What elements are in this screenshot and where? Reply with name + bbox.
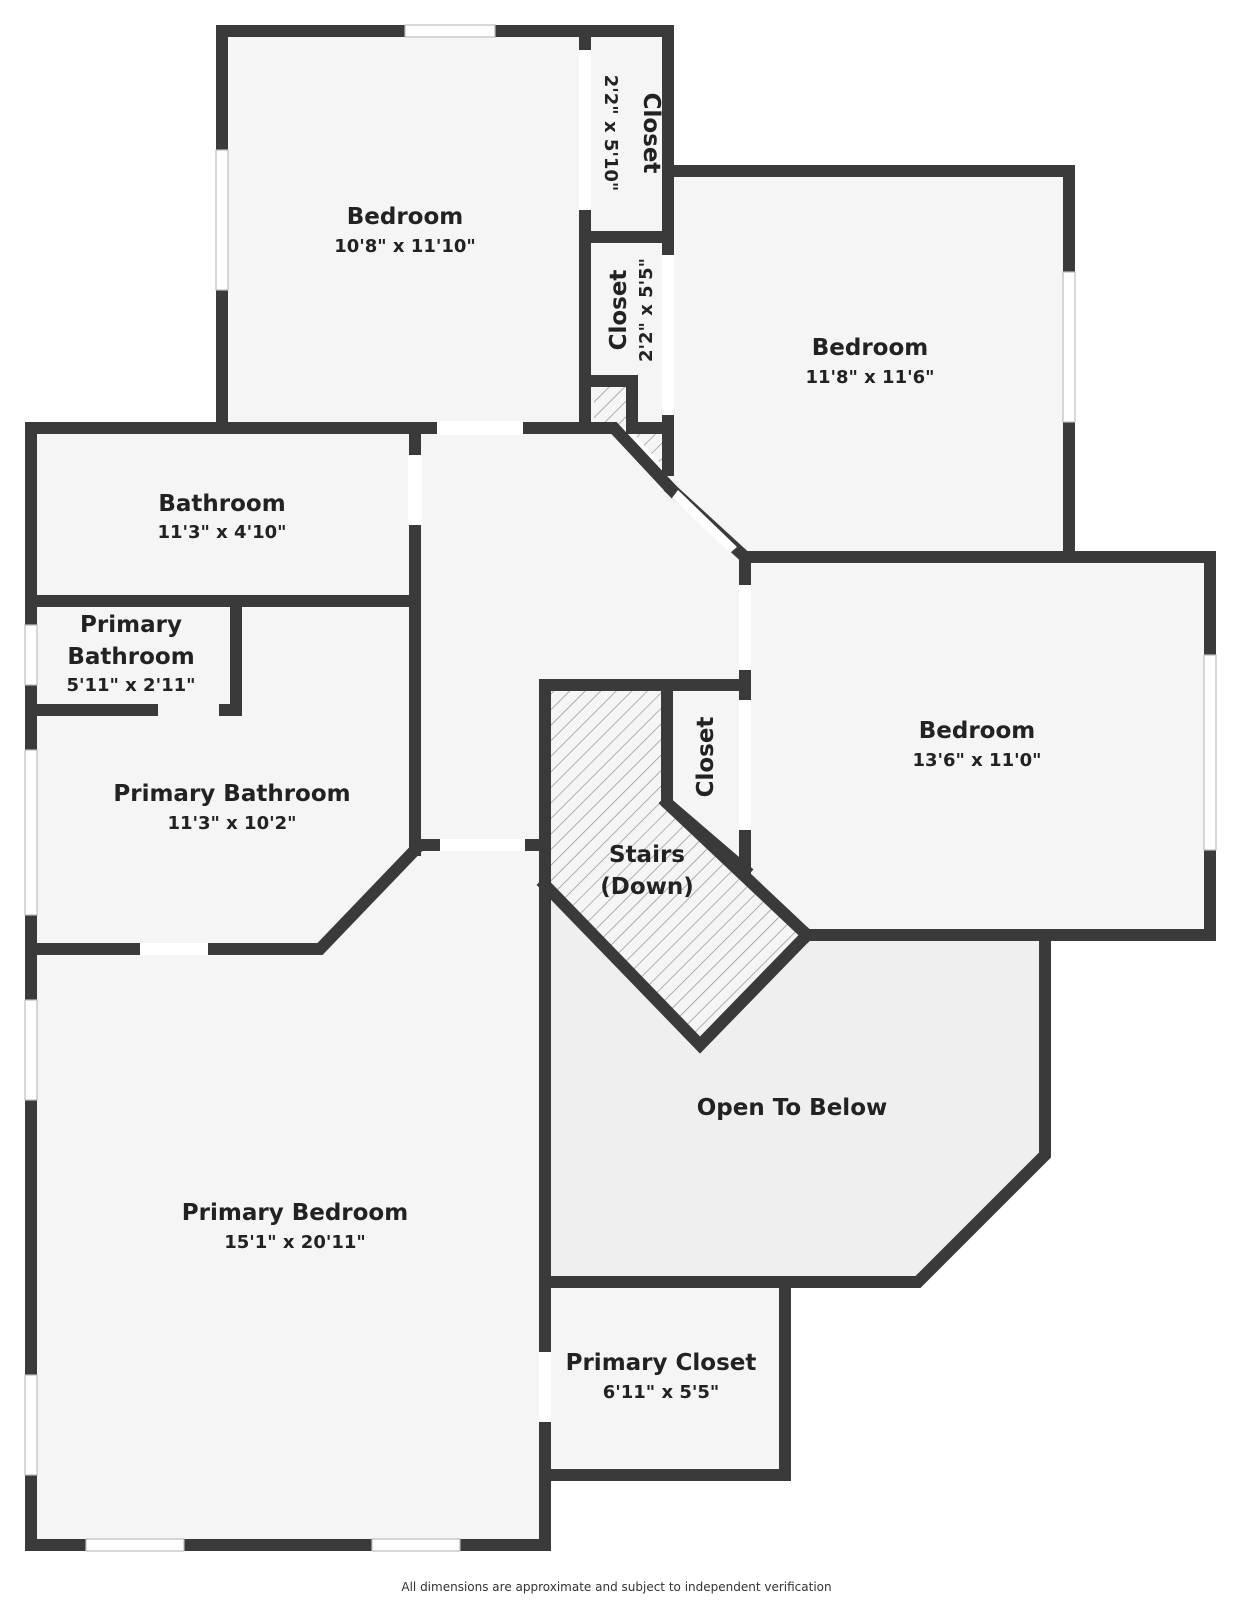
closet-small-name: Closet — [693, 717, 719, 798]
bedroom-right-name: Bedroom — [812, 335, 929, 361]
bedroom-top-dims: 10'8" x 11'10" — [334, 236, 476, 257]
disclaimer-footnote: All dimensions are approximate and subje… — [401, 1580, 832, 1594]
stairs-hatch — [545, 685, 807, 1045]
bedroom-right-dims: 11'8" x 11'6" — [805, 367, 934, 388]
bathroom-dims: 11'3" x 4'10" — [157, 522, 286, 543]
open-to-below-name: Open To Below — [697, 1095, 888, 1121]
windows — [24, 24, 1217, 1552]
closet-top-dims: 2'2" x 5'10" — [600, 75, 621, 192]
primary-bath-small-dims: 5'11" x 2'11" — [66, 675, 195, 696]
bedroom-top-name: Bedroom — [347, 204, 464, 230]
room-labels: Bedroom 10'8" x 11'10" Closet 2'2" x 5'1… — [66, 75, 1041, 1403]
bedroom-lower-name: Bedroom — [919, 718, 1036, 744]
primary-closet-name: Primary Closet — [566, 1350, 757, 1376]
closet-mid-dims: 2'2" x 5'5" — [636, 258, 657, 362]
closet-top-name: Closet — [638, 93, 664, 174]
stairs-name-2: (Down) — [600, 874, 694, 900]
hatch-small-a — [594, 381, 632, 428]
room-floors — [31, 31, 1210, 1545]
closet-mid-name: Closet — [606, 270, 632, 351]
primary-bath-name: Primary Bathroom — [113, 781, 350, 807]
primary-bedroom-dims: 15'1" x 20'11" — [224, 1232, 366, 1253]
bathroom-name: Bathroom — [158, 491, 285, 517]
stairs-name-1: Stairs — [609, 842, 685, 868]
primary-bath-small-name-1: Primary — [80, 612, 182, 638]
primary-bath-dims: 11'3" x 10'2" — [167, 813, 296, 834]
primary-bedroom-name: Primary Bedroom — [182, 1200, 408, 1226]
primary-bath-small-name-2: Bathroom — [67, 644, 194, 670]
bedroom-lower-dims: 13'6" x 11'0" — [912, 750, 1041, 771]
primary-closet-dims: 6'11" x 5'5" — [603, 1382, 720, 1403]
hatch-small-b — [632, 428, 666, 470]
